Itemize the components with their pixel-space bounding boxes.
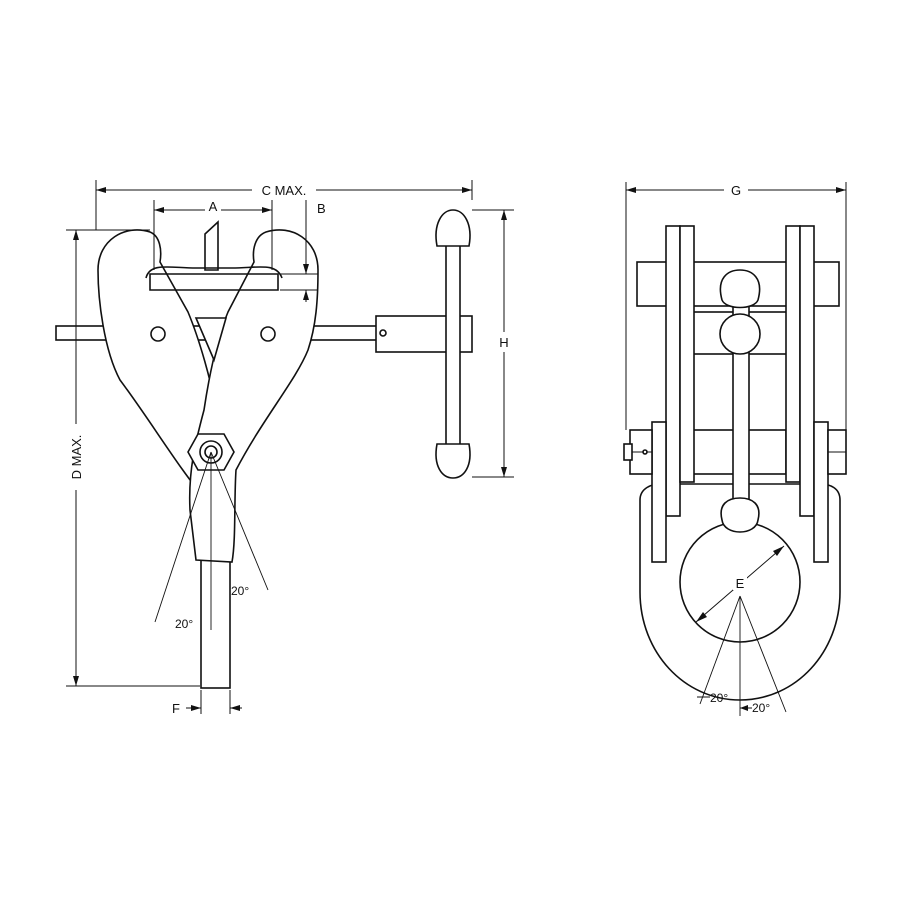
end-swing-left bbox=[699, 595, 741, 705]
f-arrow-right bbox=[230, 705, 240, 711]
c-arrow-left bbox=[96, 187, 106, 193]
g-arrow-left bbox=[626, 187, 636, 193]
right-outer-plate bbox=[799, 225, 815, 517]
side-angle-right-label: 20° bbox=[231, 584, 249, 598]
left-pivot-hole bbox=[150, 326, 166, 342]
dim-g-label: G bbox=[731, 183, 741, 198]
dim-f-label: F bbox=[172, 701, 180, 716]
left-outer-plate bbox=[665, 225, 681, 517]
dim-e-label: E bbox=[736, 576, 745, 591]
dim-h-label: H bbox=[499, 335, 508, 350]
swing-line-left bbox=[154, 451, 212, 623]
b-arrow-bottom bbox=[303, 290, 309, 300]
a-arrow-right bbox=[262, 207, 272, 213]
beam-flange-section bbox=[149, 273, 279, 291]
b-arrow-top bbox=[303, 264, 309, 274]
h-arrow-top bbox=[501, 210, 507, 220]
h-arrow-bottom bbox=[501, 467, 507, 477]
left-cotter bbox=[642, 449, 648, 455]
a-arrow-left bbox=[154, 207, 164, 213]
c-arrow-right bbox=[462, 187, 472, 193]
g-arrow-right bbox=[836, 187, 846, 193]
dim-b-label: B bbox=[317, 201, 326, 216]
end-angle-right-arrow bbox=[740, 705, 748, 711]
end-view-middle-knob bbox=[719, 313, 761, 355]
left-bolt-end bbox=[623, 443, 633, 461]
right-jaw bbox=[188, 229, 319, 563]
end-angle-right-label: 20° bbox=[752, 701, 770, 715]
end-view: E 20° 20° G bbox=[623, 182, 847, 716]
end-view-bottom-knob bbox=[720, 497, 760, 533]
e-arrow-left bbox=[696, 612, 707, 622]
right-lower-plate bbox=[813, 421, 829, 563]
right-pivot-hole bbox=[260, 326, 276, 342]
beam-web-section bbox=[204, 220, 219, 271]
right-inner-plate bbox=[785, 225, 801, 483]
a-label-bg bbox=[205, 200, 221, 212]
left-inner-plate bbox=[679, 225, 695, 483]
dim-d-label: D MAX. bbox=[69, 435, 84, 480]
left-lower-plate bbox=[651, 421, 667, 563]
end-view-top-knob bbox=[719, 269, 761, 309]
t-handle-bottom-knob bbox=[435, 443, 471, 479]
end-angle-left-label: 20° bbox=[710, 691, 728, 705]
d-arrow-bottom bbox=[73, 676, 79, 686]
dim-c-label: C MAX. bbox=[262, 183, 307, 198]
side-view: C MAX. A B H D MAX. bbox=[55, 180, 514, 716]
jaw-center-block bbox=[194, 317, 228, 363]
e-label-bg bbox=[733, 576, 747, 590]
e-arrow-right bbox=[773, 546, 784, 556]
swing-line-right bbox=[210, 451, 269, 591]
d-arrow-top bbox=[73, 230, 79, 240]
end-swing-right bbox=[739, 595, 787, 713]
handle-pin bbox=[379, 329, 387, 337]
t-handle-bar bbox=[445, 237, 461, 447]
t-handle-top-knob bbox=[435, 209, 471, 247]
dim-a-label: A bbox=[209, 199, 218, 214]
f-arrow-left bbox=[191, 705, 201, 711]
side-angle-left-label: 20° bbox=[175, 617, 193, 631]
